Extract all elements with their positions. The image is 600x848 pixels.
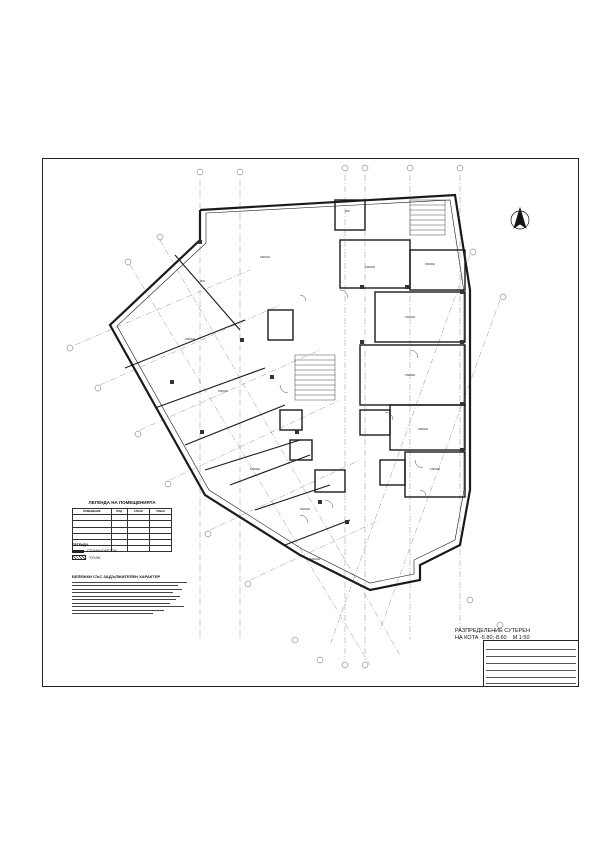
walls-legend-label-concrete: СТОМАНОБЕТОН — [87, 549, 117, 553]
room-label-garage-5: ГАРАЖ — [300, 507, 310, 511]
walls-legend-item: СТОМАНОБЕТОН — [72, 549, 116, 553]
notes-title: БЕЛЕЖКИ СЪС ЗАДЪЛЖИТЕЛЕН ХАРАКТЕР — [72, 574, 161, 579]
concrete-swatch — [72, 549, 84, 553]
room-legend: ЛЕГЕНДА НА ПОМЕЩЕНИЯТА ПОМЕЩЕНИЕ ПОД СТЕ… — [72, 500, 173, 553]
exterior-walls — [108, 193, 472, 592]
room-label-garage-3: ГАРАЖ — [260, 255, 270, 259]
walls-legend-label-brick: ТУХЛА — [89, 555, 101, 560]
room-label-garage-12: ГАРАЖ — [430, 467, 440, 471]
sheet-scale: М 1:50 — [512, 634, 530, 641]
core-walls — [267, 199, 466, 498]
walls-legend-item: ТУХЛА — [72, 555, 116, 560]
room-labels: ГАРАЖ ГАРАЖ ГАРАЖ ГАРАЖ ГАРАЖ ГАРАЖ ГАРА… — [185, 209, 440, 561]
walls-legend: ЛЕГЕНДА СТОМАНОБЕТОН ТУХЛА — [72, 543, 116, 560]
sheet-title: РАЗПРЕДЕЛЕНИЕ СУТЕРЕН НА КОТА -5.80;-8.6… — [455, 628, 530, 641]
sheet-title-line1: РАЗПРЕДЕЛЕНИЕ СУТЕРЕН — [455, 628, 530, 634]
room-label-garage-8: ГАРАЖ — [425, 262, 435, 266]
sheet-title-line2: НА КОТА -5.80;-8.60 — [455, 634, 507, 641]
north-arrow-icon — [510, 206, 530, 230]
room-label-garage-2: ГАРАЖ — [218, 389, 228, 393]
column-icon — [170, 240, 464, 524]
room-label-garage-9: ГАРАЖ — [405, 315, 415, 319]
room-label-garage-1: ГАРАЖ — [185, 337, 195, 341]
door-swings — [279, 289, 427, 524]
room-label-garage-6: ГАРАЖ — [310, 557, 320, 561]
legend-row — [72, 545, 173, 553]
room-legend-title: ЛЕГЕНДА НА ПОМЕЩЕНИЯТА — [88, 500, 156, 505]
room-label-wc-2: WC — [345, 209, 351, 213]
title-block — [483, 640, 579, 687]
mandatory-notes: БЕЛЕЖКИ СЪС ЗАДЪЛЖИТЕЛЕН ХАРАКТЕР — [72, 574, 187, 617]
room-label-garage-7: ГАРАЖ — [365, 265, 375, 269]
room-legend-table: ПОМЕЩЕНИЕ ПОД СТЕНИ ТАВАН — [72, 507, 173, 553]
brick-swatch — [72, 555, 86, 560]
room-label-garage-11: ГАРАЖ — [418, 427, 428, 431]
room-label-garage-10: ГАРАЖ — [405, 373, 415, 377]
room-label-wc-1: WC — [200, 279, 206, 283]
staircase-icon — [294, 199, 446, 401]
grid-bubbles — [66, 164, 507, 669]
drawing-frame — [42, 158, 579, 687]
room-label-garage-4: ГАРАЖ — [250, 467, 260, 471]
walls-legend-title: ЛЕГЕНДА — [72, 543, 89, 547]
